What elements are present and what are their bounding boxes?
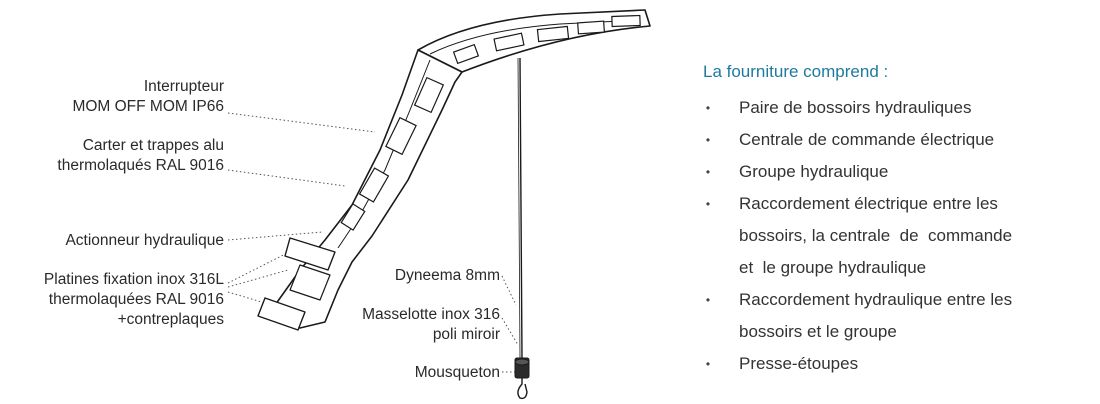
list-item-text: Presse-étoupes (739, 354, 859, 373)
callout-line: poli miroir (432, 326, 500, 343)
supply-title: La fourniture comprend : (703, 62, 889, 81)
bullet-icon: • (705, 133, 711, 147)
callout-line: Dyneema 8mm (394, 267, 500, 284)
list-item-text: Paire de bossoirs hydrauliques (739, 98, 972, 117)
supply-list: • Paire de bossoirs hydrauliques • Centr… (703, 92, 1088, 380)
callout-dyneema: Dyneema 8mm (395, 266, 500, 286)
callout-mousqueton: Mousqueton (415, 363, 500, 383)
callout-line: Interrupteur (143, 78, 224, 95)
list-item: • Groupe hydraulique (703, 156, 1088, 188)
list-item: • Centrale de commande électrique (703, 124, 1088, 156)
callout-actionneur: Actionneur hydraulique (65, 231, 224, 251)
list-item: • Raccordement électrique entre les boss… (703, 188, 1088, 284)
callout-line: Mousqueton (414, 364, 500, 381)
callout-line: Masselotte inox 316 (362, 306, 500, 323)
supply-section: La fourniture comprend : • Paire de boss… (703, 60, 1088, 380)
bullet-icon: • (705, 101, 711, 115)
list-item-continuation: bossoirs, la centrale de commande (739, 226, 1013, 245)
list-item-text: Centrale de commande électrique (739, 130, 995, 149)
list-item-text: Groupe hydraulique (739, 162, 889, 181)
callout-line: MOM OFF MOM IP66 (72, 98, 224, 115)
hatches (340, 14, 641, 231)
callout-line: Actionneur hydraulique (65, 232, 224, 249)
callout-platines: Platines fixation inox 316L thermolaquée… (44, 270, 224, 330)
list-item-text: Raccordement hydraulique entre les (739, 290, 1013, 309)
callout-line: Platines fixation inox 316L (43, 271, 224, 288)
cable-assembly (514, 57, 530, 400)
list-item-continuation: bossoirs et le groupe (739, 322, 897, 341)
list-item-text: Raccordement électrique entre les (739, 194, 998, 213)
callout-interrupteur: Interrupteur MOM OFF MOM IP66 (72, 77, 224, 117)
list-item-continuation: et le groupe hydraulique (739, 258, 927, 277)
list-item: • Raccordement hydraulique entre les bos… (703, 284, 1088, 348)
callout-carter: Carter et trappes alu thermolaqués RAL 9… (57, 136, 224, 176)
list-item: • Presse-étoupes (703, 348, 1088, 380)
bullet-icon: • (705, 165, 711, 179)
callout-line: Carter et trappes alu (82, 137, 224, 154)
callout-line: thermolaqués RAL 9016 (57, 157, 224, 174)
callout-line: +contreplaques (117, 311, 224, 328)
bullet-icon: • (705, 197, 711, 211)
callout-masselotte: Masselotte inox 316 poli miroir (362, 305, 500, 345)
callout-line: thermolaquées RAL 9016 (48, 291, 224, 308)
bullet-icon: • (705, 357, 711, 371)
bullet-icon: • (705, 293, 711, 307)
list-item: • Paire de bossoirs hydrauliques (703, 92, 1088, 124)
